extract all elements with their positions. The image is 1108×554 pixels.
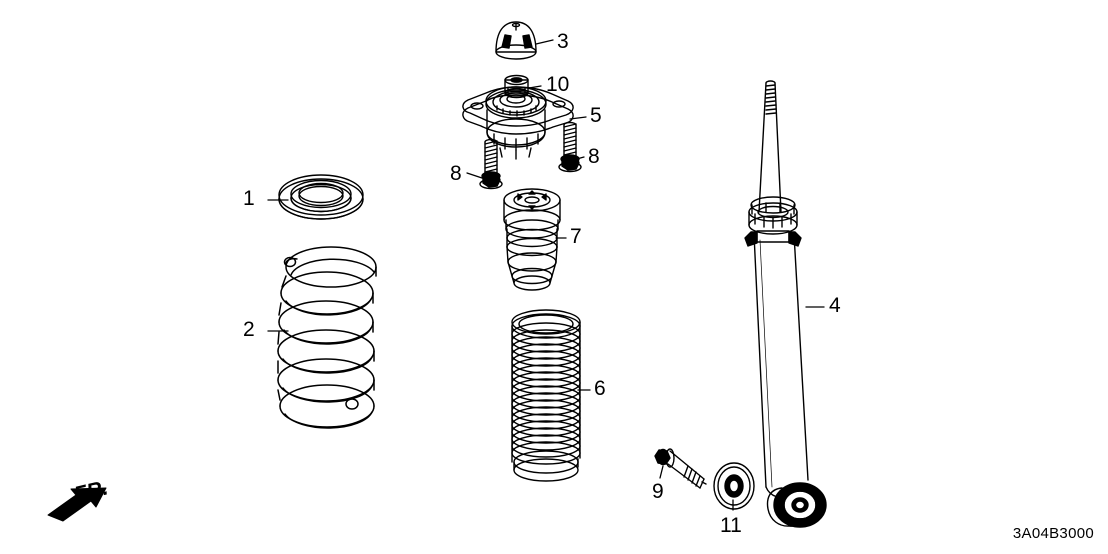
callout-8-left: 8 xyxy=(450,162,462,185)
callout-3: 3 xyxy=(557,30,569,53)
diagram-code: 3A04B3000 xyxy=(1012,525,1094,542)
callout-6: 6 xyxy=(594,377,606,400)
part-flange-bolt-left xyxy=(479,138,503,190)
callout-8-right: 8 xyxy=(588,145,600,168)
callout-4: 4 xyxy=(829,294,841,317)
part-damper-mount-cap xyxy=(495,21,537,60)
callout-1: 1 xyxy=(243,187,255,210)
part-shock-absorber-rear xyxy=(744,80,827,528)
part-damper-washer xyxy=(713,462,755,510)
part-damper-mounting-bolt xyxy=(654,448,707,489)
part-flange-bolt-right xyxy=(558,121,582,173)
callout-2: 2 xyxy=(243,318,255,341)
callout-10: 10 xyxy=(546,73,570,96)
callout-11: 11 xyxy=(720,514,742,537)
part-bump-stop xyxy=(503,188,561,291)
part-damper-mounting-base xyxy=(462,86,574,160)
part-coil-spring-rear xyxy=(277,246,377,429)
orientation-arrow-icon xyxy=(47,487,107,522)
callout-5: 5 xyxy=(590,104,602,127)
callout-9: 9 xyxy=(652,480,664,503)
callout-leader-lines xyxy=(267,39,825,511)
callout-7: 7 xyxy=(570,225,582,248)
part-dust-cover-bellows xyxy=(511,309,581,482)
part-spring-seat-upper xyxy=(278,174,364,220)
